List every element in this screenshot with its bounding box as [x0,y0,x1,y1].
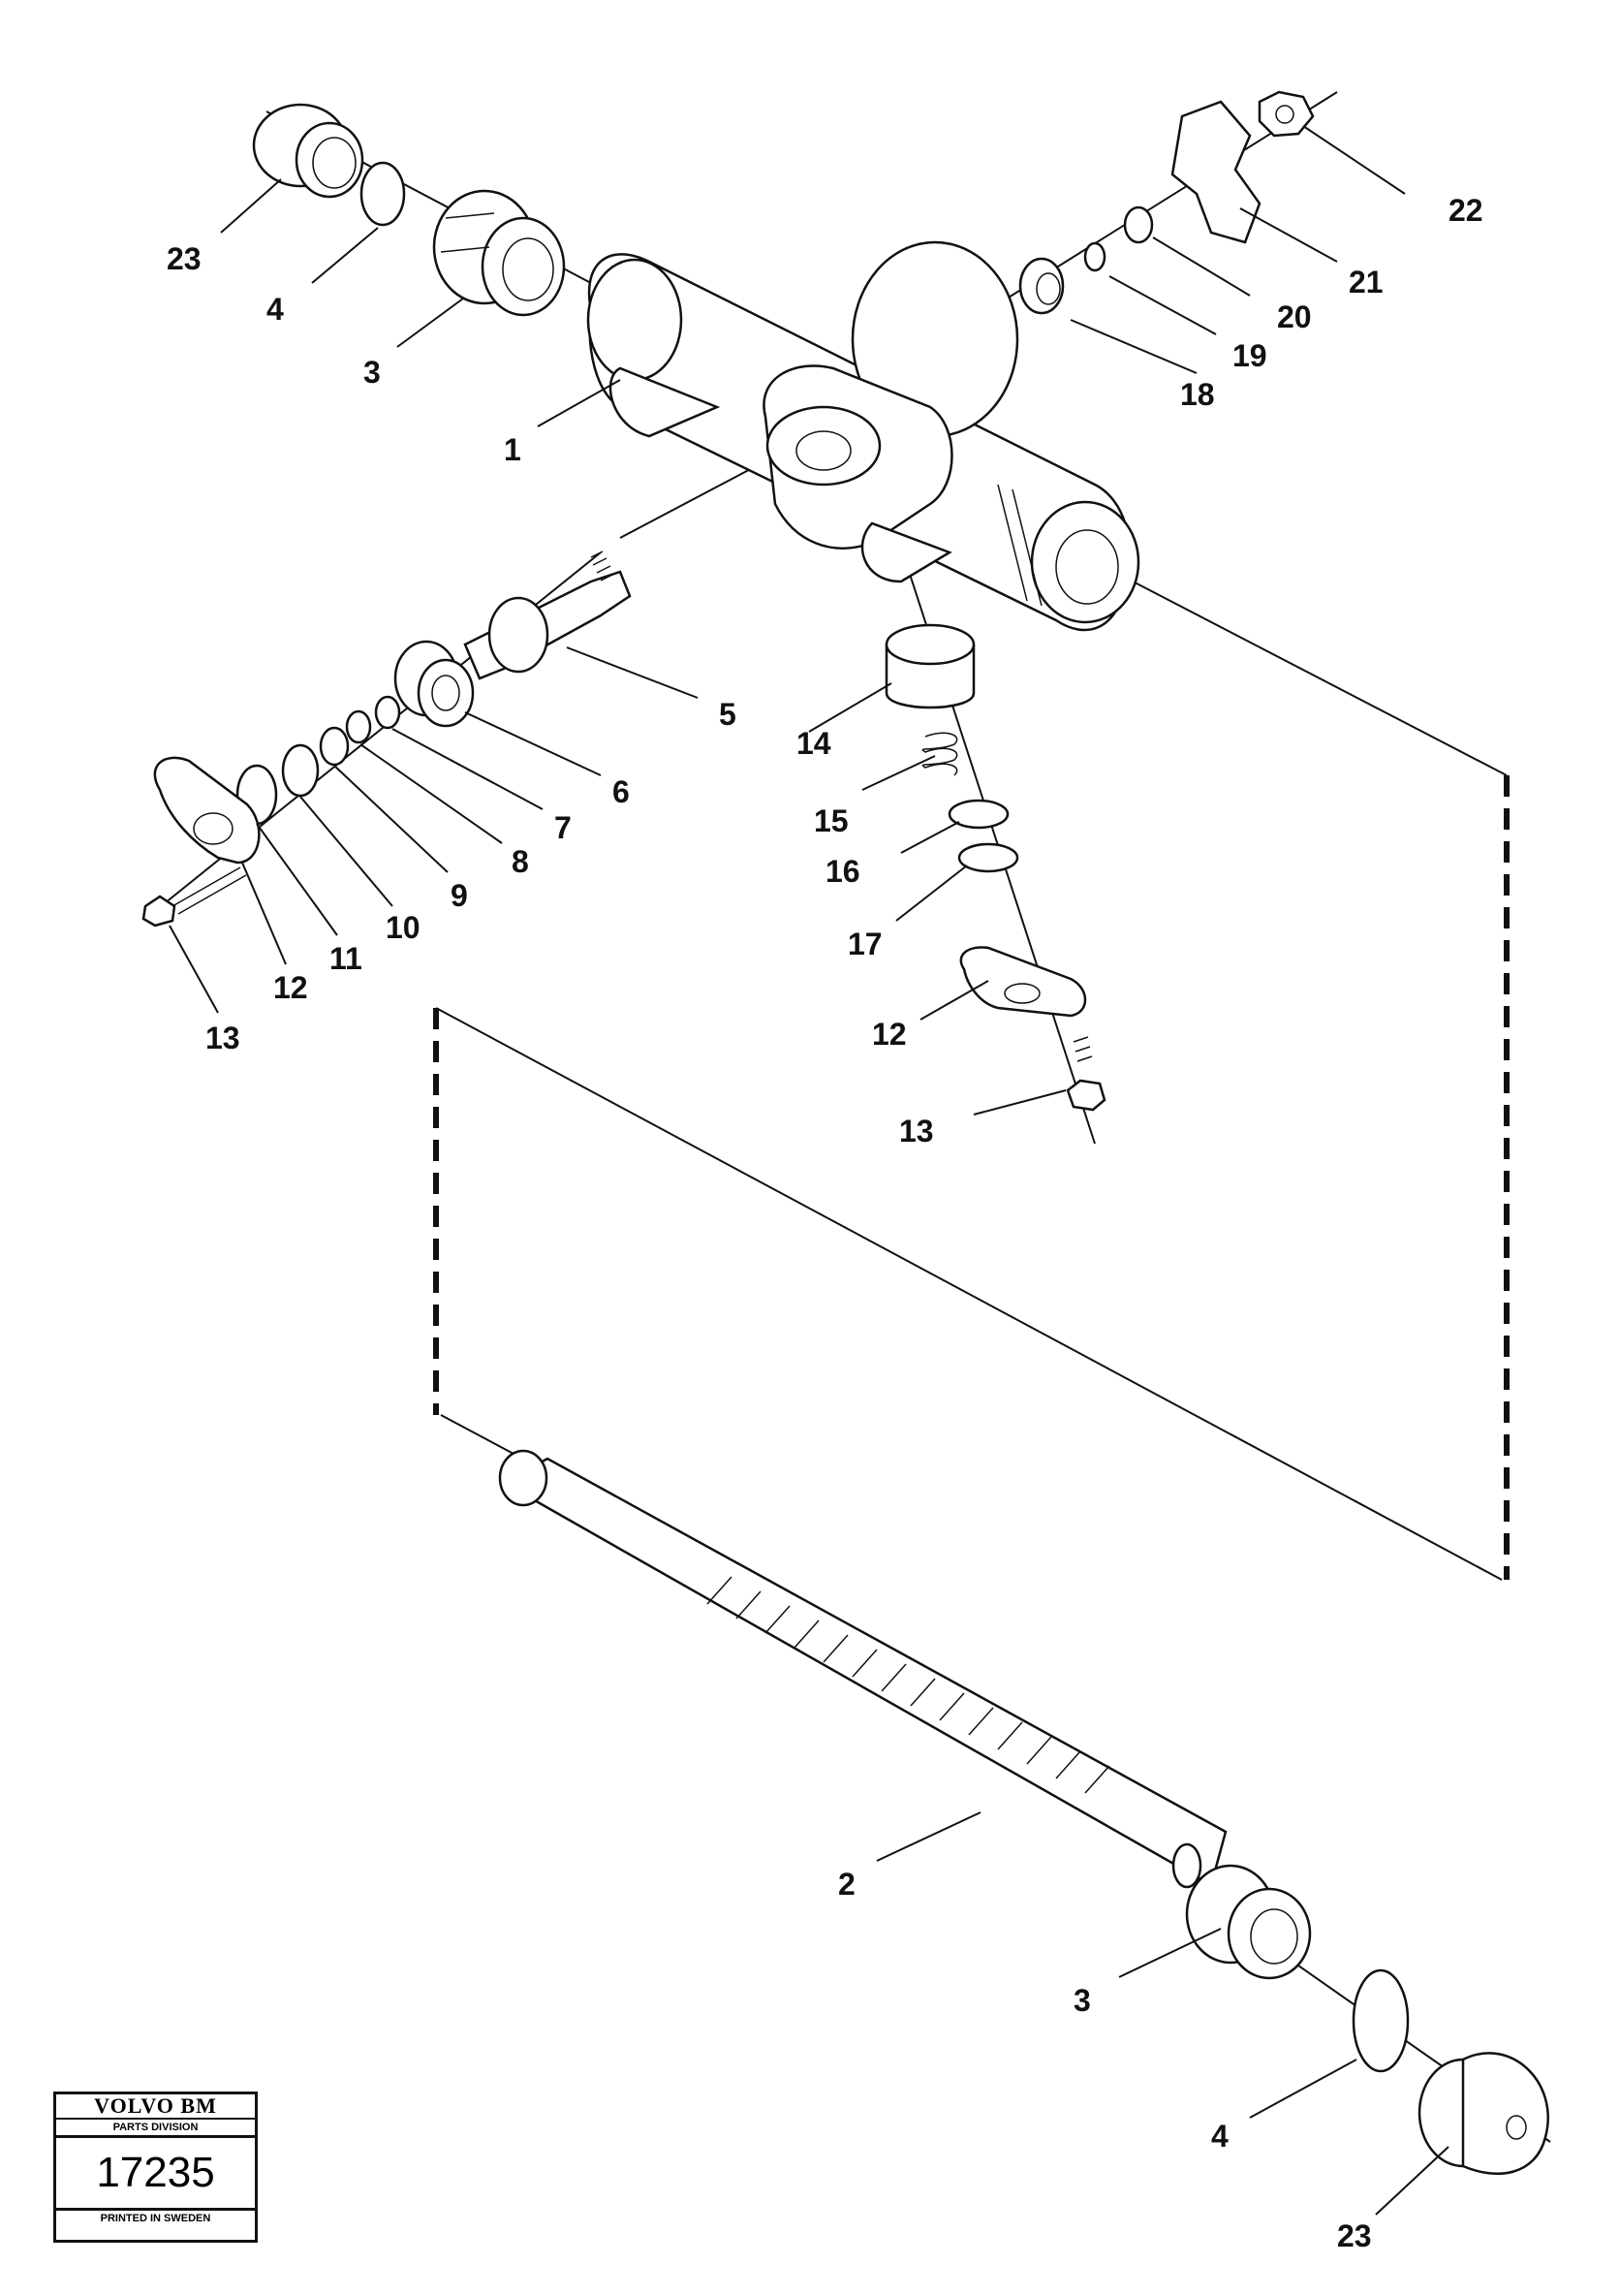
end-cap-bottom [1418,2052,1549,2175]
callout-17: 17 [848,927,883,961]
leader-23a [220,178,282,234]
bracket-21 [1170,100,1262,244]
callout-23-bottom: 23 [1337,2218,1372,2253]
leader-15 [861,755,936,791]
leader-11 [256,823,338,936]
bearing-18 [1018,257,1065,315]
retaining-ring-top-left [359,161,406,227]
leader-22 [1302,125,1406,195]
ring-7 [374,695,401,730]
rack-axis-line-top [1113,571,1508,776]
o-ring-17 [957,842,1019,873]
leader-8 [359,743,503,844]
volvo-bm-stamp: VOLVO BM PARTS DIVISION 17235 PRINTED IN… [53,2092,258,2243]
retaining-ring-bottom [1352,1968,1410,2073]
callout-15: 15 [814,803,849,838]
leader-4b [1249,2059,1357,2119]
callout-11: 11 [329,941,362,976]
screw-13-center [1066,1036,1106,1112]
stamp-footer: PRINTED IN SWEDEN [100,2213,211,2224]
leader-12b [919,980,989,1021]
leader-23b [1375,2146,1449,2216]
pinion-shaft-5 [463,550,632,680]
callout-22: 22 [1449,193,1483,228]
leader-2 [876,1811,981,1862]
callout-19: 19 [1232,338,1267,373]
end-cap-top-left [252,103,364,199]
leader-13b [973,1089,1067,1116]
bushing-top-left [432,189,566,317]
callout-3: 3 [363,355,381,390]
leader-9 [333,765,449,873]
stamp-division: PARTS DIVISION [56,2120,255,2138]
leader-4a [311,227,379,284]
callout-16: 16 [826,854,860,889]
callout-2: 2 [838,1867,856,1902]
o-ring-16 [948,799,1010,830]
leader-10 [299,796,393,907]
screw-13-left [141,866,247,928]
rack-axis-line-mid [435,1007,1503,1581]
steering-housing [586,240,1140,632]
callout-13: 13 [205,1021,240,1055]
callout-6: 6 [612,774,630,809]
leader-19 [1108,275,1217,335]
stamp-number: 17235 [56,2138,255,2211]
rack-axis-line-bottom [440,1414,514,1455]
leader-14 [808,682,892,733]
callout-23: 23 [167,241,202,276]
callout-12-center: 12 [872,1017,907,1052]
ring-9 [319,726,350,767]
callout-12: 12 [273,970,308,1005]
plunger-14 [885,623,976,709]
spring-15 [921,732,958,776]
callout-21: 21 [1349,265,1384,299]
ring-8 [345,709,372,744]
cover-plate-12-center [959,946,1087,1018]
bushing-bottom [1185,1864,1312,1980]
leader-5 [566,646,699,699]
leader-18 [1070,319,1198,374]
leader-1 [537,379,621,427]
callout-3-bottom: 3 [1074,1983,1091,2018]
callout-7: 7 [554,810,572,845]
callout-13-center: 13 [899,1114,934,1148]
ring-10 [281,743,320,798]
leader-3a [396,298,464,348]
seal-20 [1123,205,1154,244]
callout-18: 18 [1180,377,1215,412]
steering-rack-2 [498,1449,1228,1889]
leader-20 [1152,236,1251,297]
leader-17 [895,865,968,922]
leader-7 [391,728,544,810]
callout-4: 4 [266,292,284,327]
callout-1: 1 [504,432,521,467]
callout-14: 14 [796,726,831,761]
cover-plate-12-left [153,756,261,865]
callout-9: 9 [451,878,468,913]
callout-20: 20 [1277,299,1312,334]
callout-8: 8 [512,844,529,879]
callout-4-bottom: 4 [1211,2119,1229,2154]
leader-12a [241,862,287,965]
leader-21 [1239,207,1338,263]
leader-16 [900,821,960,854]
washer-19 [1083,241,1106,272]
stamp-brand: VOLVO BM [56,2094,255,2120]
leader-13a [169,925,219,1014]
callout-10: 10 [386,910,421,945]
leader-6 [464,711,602,776]
leader-3b [1118,1928,1222,1978]
callout-5: 5 [719,697,736,732]
bearing-6 [393,640,475,728]
nut-22 [1258,90,1315,138]
